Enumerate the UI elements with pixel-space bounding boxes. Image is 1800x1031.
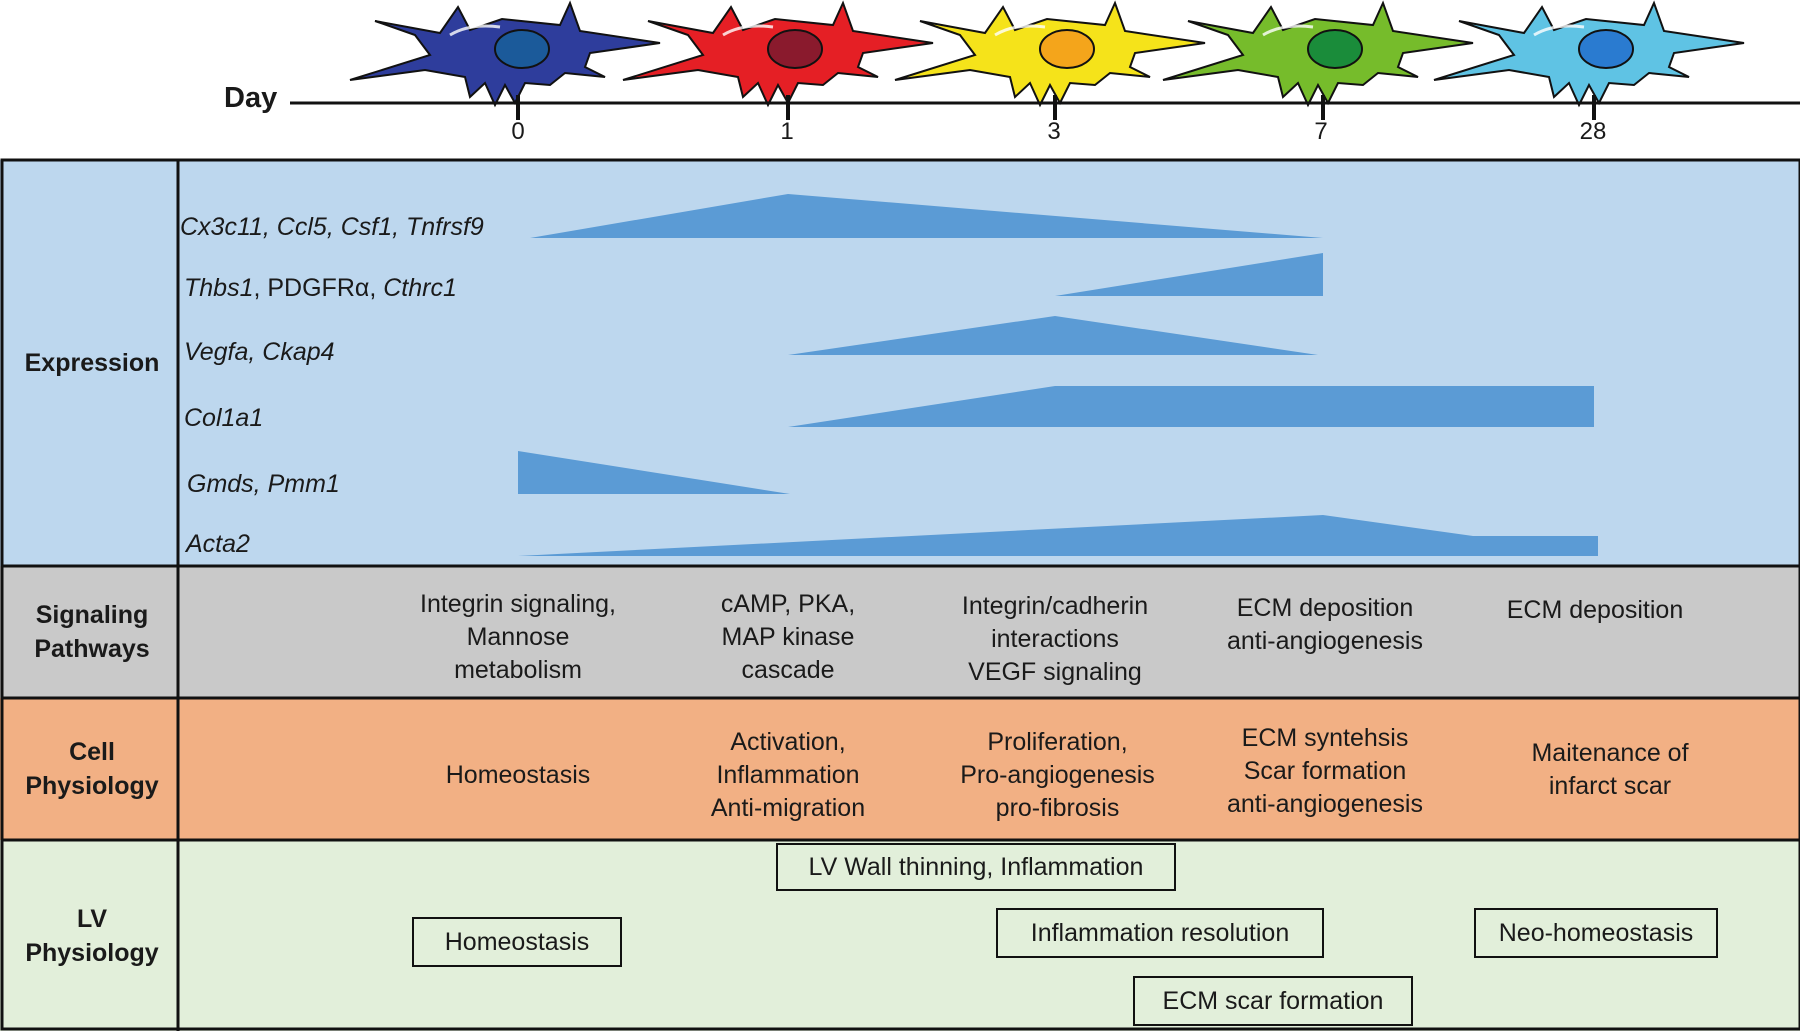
signaling-day1: cAMP, PKA, MAP kinase cascade bbox=[668, 588, 908, 687]
cell-physiology-day7-line1: ECM syntehsis bbox=[1241, 724, 1409, 752]
signaling-day3: Integrin/cadherin interactions VEGF sign… bbox=[920, 590, 1190, 689]
cell-physiology-day3-line2: Pro-angiogenesis bbox=[960, 761, 1155, 789]
lv-inflammation-resolution-box: Inflammation resolution bbox=[996, 908, 1324, 958]
cell-day7-green-icon bbox=[1162, 0, 1474, 108]
signaling-day1-line3: cascade bbox=[741, 656, 835, 684]
gene-label-acta2-text: Acta2 bbox=[186, 530, 250, 558]
gene-label-pdgfra-text: , PDGFRα, bbox=[253, 274, 384, 302]
wedge-vegfa bbox=[788, 316, 1318, 355]
day-axis-ticks bbox=[516, 95, 1596, 120]
signaling-day1-line1: cAMP, PKA, bbox=[720, 590, 856, 618]
row-label-expression: Expression bbox=[8, 160, 176, 566]
gene-label-cx3c11: Cx3c11, Ccl5, Csf1, Tnfrsf9 bbox=[180, 213, 484, 242]
wedge-cx3c11 bbox=[530, 194, 1323, 238]
cell-physiology-day3: Proliferation, Pro-angiogenesis pro-fibr… bbox=[920, 726, 1195, 825]
signaling-day28: ECM deposition bbox=[1480, 594, 1710, 627]
row-label-signaling: Signaling Pathways bbox=[8, 566, 176, 698]
timeline bbox=[290, 0, 1800, 120]
wedge-thbs1 bbox=[1055, 253, 1323, 296]
day-tick-label-0: 0 bbox=[511, 118, 525, 145]
cell-day1-red-icon bbox=[622, 0, 934, 108]
gene-label-thbs1: Thbs1, PDGFRα, Cthrc1 bbox=[184, 274, 457, 303]
signaling-day3-line3: VEGF signaling bbox=[968, 658, 1142, 686]
gene-label-gmds: Gmds, Pmm1 bbox=[187, 470, 340, 499]
gene-label-vegfa: Vegfa, Ckap4 bbox=[184, 338, 335, 367]
gene-label-cthrc1-text: Cthrc1 bbox=[383, 274, 457, 302]
row-label-cell-physiology: Cell Physiology bbox=[8, 698, 176, 840]
cell-physiology-day0: Homeostasis bbox=[398, 759, 638, 792]
signaling-day0-line3: metabolism bbox=[454, 656, 582, 684]
gene-label-thbs1-text: Thbs1 bbox=[184, 274, 254, 302]
cell-physiology-day7-line3: anti-angiogenesis bbox=[1227, 790, 1423, 818]
day-tick-label-1: 1 bbox=[780, 118, 794, 145]
day-tick-label-28: 28 bbox=[1579, 118, 1607, 145]
cell-day28-lightblue-icon bbox=[1433, 0, 1745, 108]
day-axis-title: Day bbox=[224, 82, 278, 114]
cell-nucleus-3 bbox=[1307, 29, 1363, 69]
cell-physiology-day1: Activation, Inflammation Anti-migration bbox=[668, 726, 908, 825]
cell-physiology-day28-line2: infarct scar bbox=[1548, 772, 1672, 800]
cell-physiology-day28: Maitenance of infarct scar bbox=[1490, 737, 1730, 803]
cell-day3-yellow-icon bbox=[894, 0, 1206, 108]
cell-nucleus-1 bbox=[767, 29, 823, 69]
signaling-day3-line1: Integrin/cadherin bbox=[961, 592, 1149, 620]
lv-ecm-scar-formation-box: ECM scar formation bbox=[1133, 976, 1413, 1026]
signaling-day7-line1: ECM deposition bbox=[1236, 594, 1414, 622]
gene-label-vegfa-text: Vegfa, Ckap4 bbox=[184, 338, 335, 366]
cell-highlight-0 bbox=[449, 24, 501, 37]
gene-label-col1a1-text: Col1a1 bbox=[184, 404, 264, 432]
cell-nucleus-0 bbox=[494, 29, 550, 69]
cell-physiology-day3-line1: Proliferation, bbox=[987, 728, 1128, 756]
row-label-lv-physiology: LV Physiology bbox=[8, 840, 176, 1031]
gene-label-cx3c11-text: Cx3c11, Ccl5, Csf1, Tnfrsf9 bbox=[180, 213, 484, 241]
signaling-day3-line2: interactions bbox=[991, 625, 1119, 653]
cell-physiology-day1-line1: Activation, bbox=[730, 728, 846, 756]
cell-nucleus-2 bbox=[1039, 29, 1095, 69]
row-label-cell-line2: Physiology bbox=[25, 772, 159, 800]
cell-physiology-day7-line2: Scar formation bbox=[1243, 757, 1407, 785]
wedge-col1a1 bbox=[788, 386, 1594, 427]
wedge-acta2 bbox=[518, 515, 1598, 556]
lv-homeostasis-box: Homeostasis bbox=[412, 917, 622, 967]
gene-label-acta2: Acta2 bbox=[186, 530, 250, 559]
row-label-cell-line1: Cell bbox=[69, 738, 115, 766]
row-label-lv-line2: Physiology bbox=[25, 938, 159, 967]
day-tick-label-3: 3 bbox=[1047, 118, 1061, 145]
row-label-lv-line1: LV bbox=[76, 904, 108, 933]
cell-physiology-day1-line2: Inflammation bbox=[716, 761, 860, 789]
cell-physiology-band bbox=[0, 698, 1800, 840]
gene-label-gmds-text: Gmds, Pmm1 bbox=[187, 470, 340, 498]
cell-physiology-day1-line3: Anti-migration bbox=[710, 794, 866, 822]
signaling-day0-line2: Mannose bbox=[466, 623, 570, 651]
signaling-day7: ECM deposition anti-angiogenesis bbox=[1195, 592, 1455, 658]
cell-highlight-3 bbox=[1262, 24, 1314, 37]
signaling-day1-line2: MAP kinase bbox=[721, 623, 855, 651]
signaling-day0: Integrin signaling, Mannose metabolism bbox=[378, 588, 658, 687]
signaling-day0-line1: Integrin signaling, bbox=[420, 590, 616, 618]
cell-nucleus-4 bbox=[1578, 29, 1634, 69]
wedge-gmds bbox=[518, 451, 790, 494]
signaling-band bbox=[0, 566, 1800, 698]
gene-label-col1a1: Col1a1 bbox=[184, 404, 263, 433]
row-label-signaling-line2: Pathways bbox=[34, 635, 150, 663]
cell-highlight-4 bbox=[1533, 24, 1585, 37]
lv-neo-homeostasis-box: Neo-homeostasis bbox=[1474, 908, 1718, 958]
signaling-day28-line1: ECM deposition bbox=[1506, 596, 1684, 624]
cell-physiology-day0-line1: Homeostasis bbox=[445, 761, 591, 789]
cell-day0-blue-icon bbox=[349, 0, 661, 108]
lv-wall-thinning-box: LV Wall thinning, Inflammation bbox=[776, 843, 1176, 891]
day-tick-label-7: 7 bbox=[1314, 118, 1328, 145]
cell-highlight-2 bbox=[994, 24, 1046, 37]
row-label-signaling-line1: Signaling bbox=[35, 601, 149, 629]
cell-highlight-1 bbox=[722, 24, 774, 37]
signaling-day7-line2: anti-angiogenesis bbox=[1227, 627, 1423, 655]
cell-physiology-day28-line1: Maitenance of bbox=[1531, 739, 1689, 767]
cell-physiology-day3-line3: pro-fibrosis bbox=[995, 794, 1120, 822]
cell-physiology-day7: ECM syntehsis Scar formation anti-angiog… bbox=[1195, 722, 1455, 821]
row-label-expression-text: Expression bbox=[24, 349, 160, 377]
cell-icons bbox=[349, 0, 1745, 108]
